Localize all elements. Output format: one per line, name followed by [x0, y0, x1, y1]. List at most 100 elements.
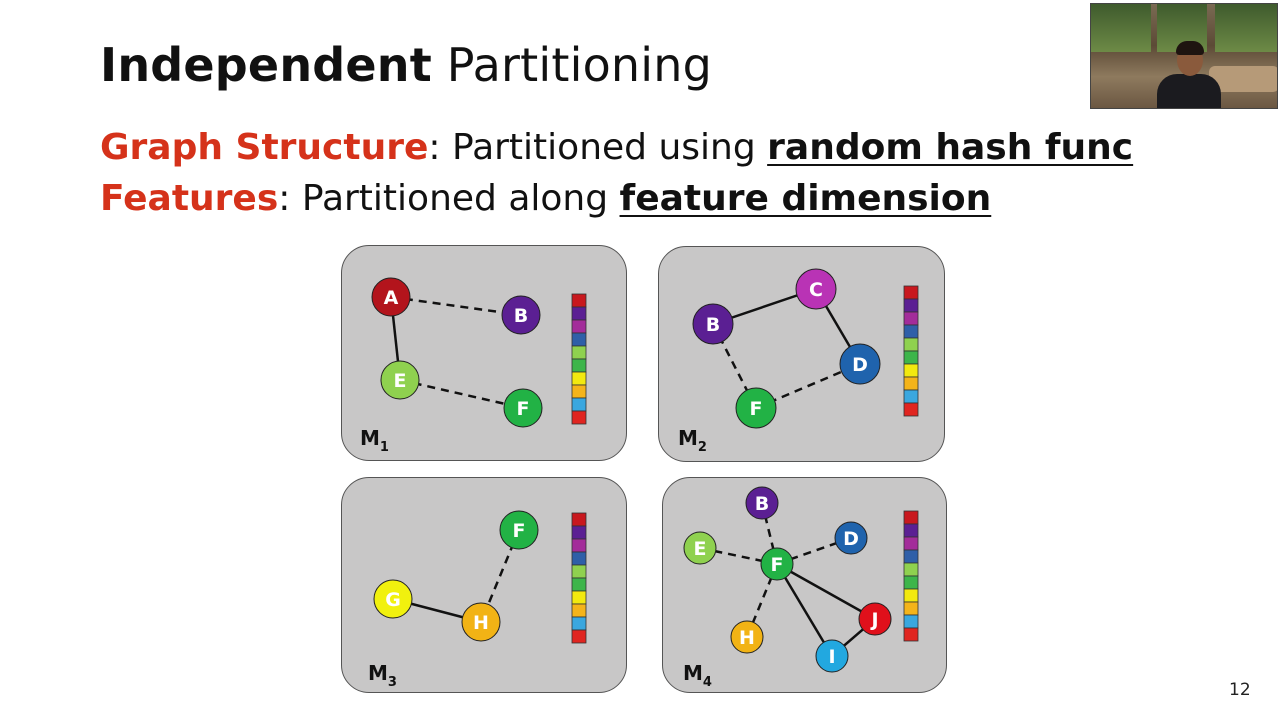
node-B [501, 295, 541, 335]
feature-cell [571, 345, 587, 360]
features-emph: feature dimension [619, 178, 992, 219]
machine-label-subscript: 1 [380, 440, 389, 455]
feature-cell [903, 536, 919, 551]
node-F [760, 547, 794, 581]
feature-cell [571, 319, 587, 334]
feature-cell [571, 371, 587, 386]
feature-cell [903, 311, 919, 326]
node-label-G: G [385, 589, 401, 611]
machine-label-4: M4 [683, 661, 712, 690]
webcam-window [1091, 4, 1151, 52]
node-label-F: F [513, 520, 526, 542]
feature-cell [903, 627, 919, 642]
title-rest: Partitioning [431, 38, 712, 92]
node-E [683, 531, 717, 565]
webcam-overlay [1090, 3, 1278, 109]
node-B [745, 486, 779, 520]
node-A [371, 277, 411, 317]
node-label-I: I [828, 646, 835, 668]
feature-cell [903, 510, 919, 525]
node-label-A: A [384, 287, 399, 309]
feature-cell [903, 376, 919, 391]
feature-cell [903, 562, 919, 577]
feature-cell [571, 525, 587, 540]
node-J [858, 602, 892, 636]
graph-structure-emph: random hash func [767, 127, 1134, 168]
node-D [839, 343, 881, 385]
graph-structure-label: Graph Structure [100, 127, 429, 168]
machine-label-subscript: 4 [703, 675, 712, 690]
feature-cell [903, 601, 919, 616]
machine-label-subscript: 3 [388, 675, 397, 690]
feature-cell [903, 389, 919, 404]
slide-title: Independent Partitioning [100, 38, 712, 92]
feature-cell [571, 512, 587, 527]
node-label-D: D [852, 354, 868, 376]
feature-cell [571, 629, 587, 644]
node-label-J: J [869, 609, 878, 631]
edge-A-B-dashed [390, 295, 522, 317]
feature-cell [571, 410, 587, 425]
title-bold: Independent [100, 38, 432, 92]
node-label-E: E [394, 370, 407, 392]
node-F [735, 387, 777, 429]
feature-cell [903, 285, 919, 300]
edge-F-I-solid [775, 563, 834, 657]
webcam-sofa [1209, 66, 1277, 92]
node-G [373, 579, 413, 619]
feature-cell [571, 551, 587, 566]
feature-cell [571, 397, 587, 412]
feature-cell [571, 332, 587, 347]
edge-F-J-solid [776, 562, 876, 621]
node-D [834, 521, 868, 555]
feature-cell [903, 337, 919, 352]
feature-cell [571, 384, 587, 399]
node-label-F: F [750, 398, 763, 420]
machine-label-1: M1 [360, 426, 389, 455]
feature-cell [571, 358, 587, 373]
machine-label-3: M3 [368, 661, 397, 690]
feature-cell [903, 523, 919, 538]
machine-graph-1: A B E F M1 [360, 277, 587, 455]
webcam-person-hair [1176, 41, 1204, 55]
feature-cell [903, 363, 919, 378]
node-label-F: F [771, 554, 784, 576]
page-number: 12 [1229, 680, 1251, 700]
feature-cell [903, 614, 919, 629]
node-label-B: B [514, 305, 528, 327]
edge-E-F-dashed [399, 378, 524, 410]
node-label-F: F [517, 398, 530, 420]
node-label-B: B [706, 314, 720, 336]
node-label-B: B [755, 493, 769, 515]
feature-cell [571, 590, 587, 605]
node-B [692, 303, 734, 345]
feature-cell [903, 298, 919, 313]
node-H [461, 602, 501, 642]
node-label-H: H [473, 612, 489, 634]
machine-label-subscript: 2 [698, 440, 707, 455]
feature-cell [903, 588, 919, 603]
feature-cell [571, 293, 587, 308]
feature-cell [903, 350, 919, 365]
feature-cell [903, 402, 919, 417]
node-F [499, 510, 539, 550]
subtitle-features: Features: Partitioned along feature dime… [100, 178, 991, 219]
subtitle-graph-structure: Graph Structure: Partitioned using rando… [100, 127, 1133, 168]
machine-panel-4 [662, 477, 947, 693]
edge-F-B-dashed [760, 502, 779, 565]
feature-cell [903, 324, 919, 339]
node-label-C: C [809, 279, 823, 301]
graph-structure-text: : Partitioned using [428, 127, 768, 168]
webcam-window [1215, 4, 1277, 52]
machine-graph-3: F G H M3 [368, 510, 587, 690]
feature-cell [571, 603, 587, 618]
feature-cell [903, 549, 919, 564]
node-F [503, 388, 543, 428]
features-text: : Partitioned along [278, 178, 620, 219]
node-H [730, 620, 764, 654]
machine-label-2: M2 [678, 426, 707, 455]
feature-cell [571, 538, 587, 553]
